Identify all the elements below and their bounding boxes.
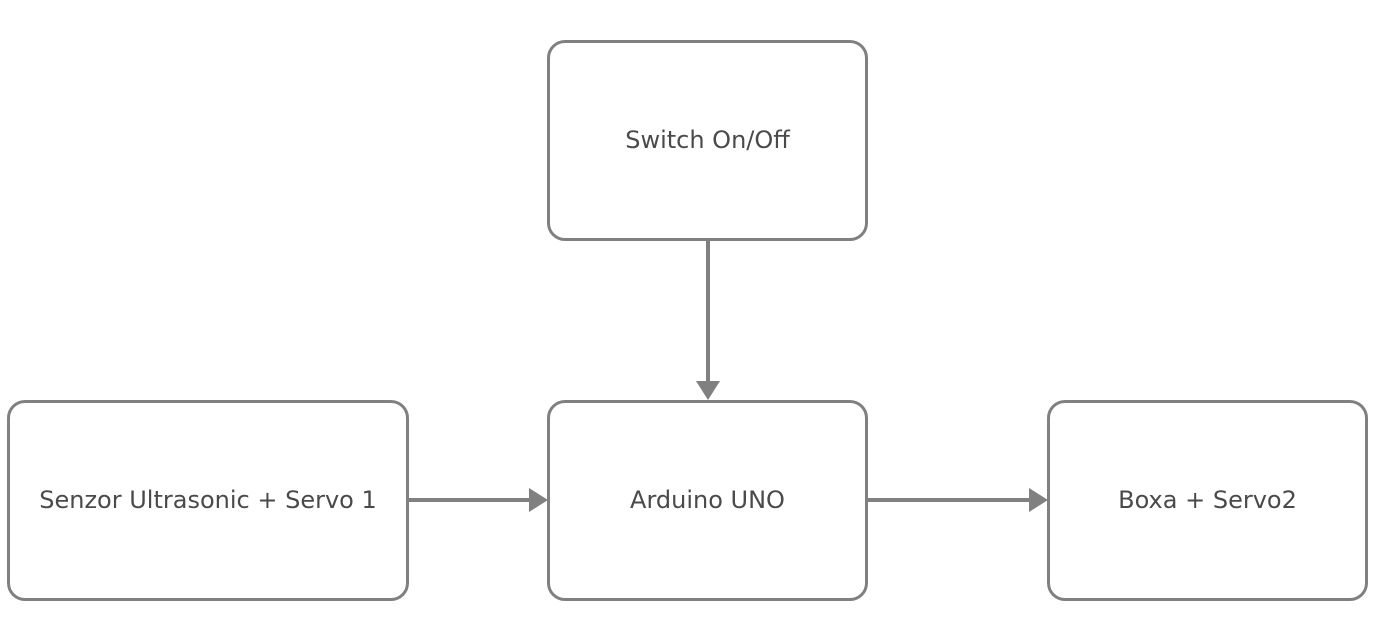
edge-sensor-to-arduino	[409, 488, 548, 512]
arrowhead-right	[1029, 488, 1048, 512]
node-switch-on-off: Switch On/Off	[547, 40, 868, 241]
node-boxa-servo2: Boxa + Servo2	[1047, 400, 1368, 601]
arrowhead-right	[529, 488, 548, 512]
arrowhead-down	[696, 381, 720, 400]
node-arduino-uno: Arduino UNO	[547, 400, 868, 601]
node-label: Boxa + Servo2	[1118, 486, 1297, 515]
node-label: Switch On/Off	[625, 126, 790, 155]
edge-arduino-to-boxa	[868, 488, 1048, 512]
node-label: Arduino UNO	[630, 486, 785, 515]
node-label: Senzor Ultrasonic + Servo 1	[39, 486, 377, 515]
node-senzor-ultrasonic: Senzor Ultrasonic + Servo 1	[7, 400, 409, 601]
edge-switch-to-arduino	[696, 241, 720, 400]
